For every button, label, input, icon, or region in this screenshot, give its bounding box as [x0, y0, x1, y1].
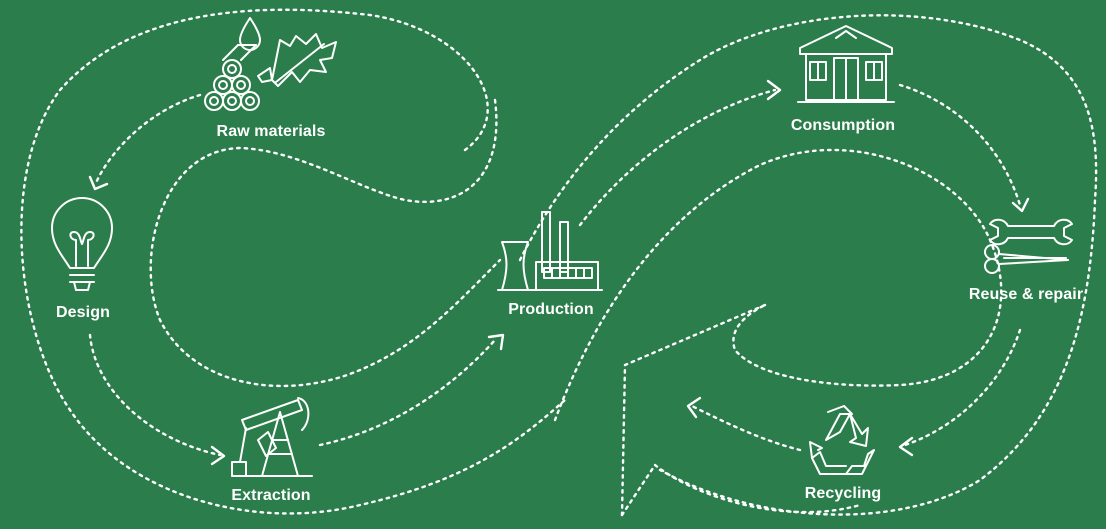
arrowhead-extraction [210, 445, 226, 466]
arrowhead-consumption [766, 79, 782, 101]
flow-recycle-shaft [620, 303, 767, 517]
arrowhead-recycle-out [686, 396, 702, 419]
recycle-icon [809, 405, 875, 475]
wrench-scissors-icon [984, 218, 1073, 274]
flow-paths [20, 8, 1098, 517]
reuse-repair-label: Reuse & repair [968, 286, 1084, 303]
flow-inner-right [553, 148, 1003, 422]
recycling-label: Recycling [804, 485, 882, 502]
arrowheads [88, 79, 1030, 466]
flow-consumption-to-reuse [898, 83, 1022, 207]
flow-reuse-to-recycling [903, 328, 1022, 447]
house-icon [797, 25, 895, 103]
flow-extraction-to-production [318, 338, 497, 447]
flow-inner-left [149, 98, 502, 388]
design-label: Design [56, 304, 110, 321]
flow-production-to-consumption [578, 88, 777, 227]
raw-materials-label: Raw materials [216, 123, 326, 140]
production-label: Production [508, 301, 594, 318]
arrowhead-recycling [898, 436, 914, 457]
lightbulb-icon [51, 197, 113, 291]
arrowhead-production [487, 333, 505, 351]
flow-outer-left [20, 8, 567, 515]
flow-raw-to-design [93, 93, 202, 187]
factory-icon [497, 211, 603, 291]
flow-outer-right [518, 14, 1098, 516]
flow-recycling-to-loop [688, 403, 802, 452]
extraction-label: Extraction [231, 487, 311, 504]
logs-tree-drop-icon [204, 17, 337, 111]
oil-pump-icon [231, 397, 313, 477]
arrowhead-reuse [1011, 197, 1030, 213]
arrowhead-design [88, 175, 109, 191]
consumption-label: Consumption [790, 117, 896, 134]
flow-design-to-extraction [88, 333, 222, 457]
